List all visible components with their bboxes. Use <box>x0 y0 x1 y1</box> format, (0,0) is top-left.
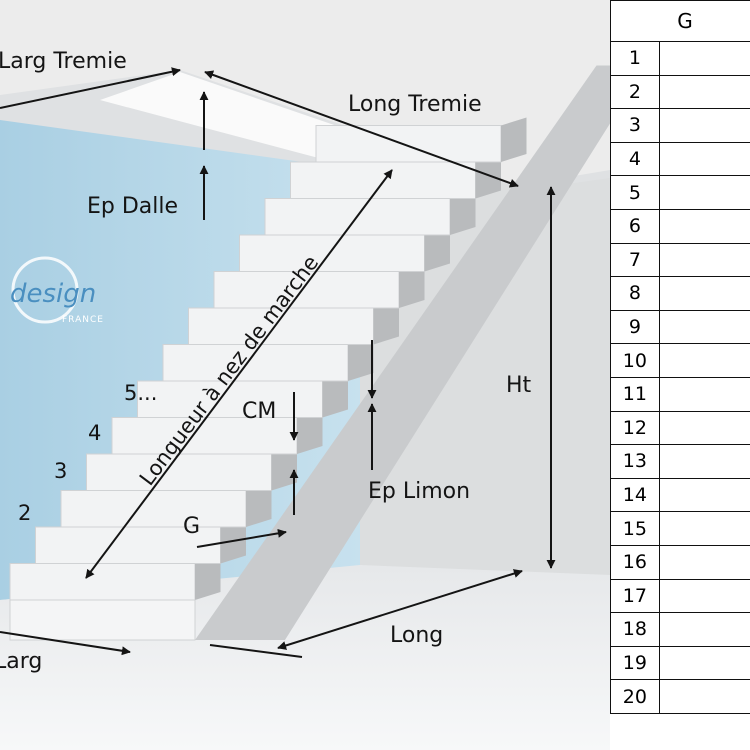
stair-step <box>60 490 247 528</box>
long-tremie-line <box>204 70 519 188</box>
row-value-cell[interactable] <box>658 645 750 681</box>
stair-base-step <box>9 599 196 641</box>
logo-sub: FRANCE <box>62 315 104 325</box>
g-line <box>196 528 287 548</box>
row-value-cell[interactable] <box>658 74 750 110</box>
row-value-cell[interactable] <box>658 477 750 513</box>
row-number: 5 <box>610 175 660 210</box>
table-row: 12 <box>610 410 750 446</box>
step-number: 4 <box>88 421 101 445</box>
stair-step <box>9 563 196 601</box>
table-header-row: G <box>610 0 750 42</box>
table-row: 8 <box>610 276 750 311</box>
step-number: 2 <box>18 501 31 525</box>
larg-line <box>0 631 131 656</box>
row-number: 17 <box>610 578 660 614</box>
stair-step <box>239 234 425 272</box>
ep-limon-label: Ep Limon <box>368 479 470 504</box>
row-value-cell[interactable] <box>658 208 750 244</box>
long-line <box>277 569 523 650</box>
row-number: 3 <box>610 108 660 143</box>
row-value-cell[interactable] <box>658 410 750 446</box>
row-number: 1 <box>610 41 660 76</box>
table-row: 11 <box>610 376 750 412</box>
table-row: 1 <box>610 41 750 76</box>
table-header: G <box>610 0 750 42</box>
row-value-cell[interactable] <box>658 276 750 311</box>
row-value-cell[interactable] <box>658 175 750 210</box>
larg-label: Larg <box>0 649 42 674</box>
table-row: 2 <box>610 74 750 110</box>
table-row: 6 <box>610 208 750 244</box>
row-number: 15 <box>610 511 660 546</box>
stair-step <box>315 125 502 163</box>
table-row: 15 <box>610 511 750 546</box>
longueur-nez-line <box>85 169 393 579</box>
table-row: 20 <box>610 679 750 714</box>
table-row: 5 <box>610 175 750 210</box>
long-label: Long <box>390 623 443 648</box>
row-number: 8 <box>610 276 660 311</box>
row-value-cell[interactable] <box>658 578 750 614</box>
row-number: 4 <box>610 141 660 177</box>
table-row: 7 <box>610 242 750 278</box>
table-row: 4 <box>610 141 750 177</box>
larg-tremie-line <box>0 67 181 109</box>
table-row: 17 <box>610 578 750 614</box>
row-value-cell[interactable] <box>658 511 750 546</box>
logo-word: design <box>10 279 96 309</box>
row-value-cell[interactable] <box>658 41 750 76</box>
row-value-cell[interactable] <box>658 376 750 412</box>
row-value-cell[interactable] <box>658 679 750 714</box>
row-number: 10 <box>610 343 660 378</box>
long-extension <box>209 644 303 658</box>
row-value-cell[interactable] <box>658 444 750 479</box>
row-number: 18 <box>610 612 660 647</box>
table-row: 16 <box>610 544 750 580</box>
table-row: 9 <box>610 309 750 345</box>
larg-tremie-label: Larg Tremie <box>0 49 127 74</box>
row-number: 7 <box>610 242 660 278</box>
cm-label: CM <box>242 399 276 424</box>
row-number: 16 <box>610 544 660 580</box>
stair-step <box>86 453 272 491</box>
row-value-cell[interactable] <box>658 343 750 378</box>
table-row: 10 <box>610 343 750 378</box>
row-number: 11 <box>610 376 660 412</box>
design-logo: design FRANCE <box>10 256 104 325</box>
row-number: 6 <box>610 208 660 244</box>
g-label: G <box>183 514 200 539</box>
stair-step <box>290 161 476 199</box>
table-row: 13 <box>610 444 750 479</box>
row-value-cell[interactable] <box>658 309 750 345</box>
row-value-cell[interactable] <box>658 141 750 177</box>
row-number: 12 <box>610 410 660 446</box>
dimension-lines <box>0 67 556 658</box>
row-number: 19 <box>610 645 660 681</box>
row-value-cell[interactable] <box>658 612 750 647</box>
ep-dalle-label: Ep Dalle <box>87 194 178 219</box>
table-row: 19 <box>610 645 750 681</box>
row-value-cell[interactable] <box>658 108 750 143</box>
table-row: 14 <box>610 477 750 513</box>
ht-label: Ht <box>506 373 532 398</box>
stair-step-side <box>399 263 425 308</box>
step-number: 5... <box>124 381 157 405</box>
row-number: 13 <box>610 444 660 479</box>
stair-step-side <box>424 227 450 272</box>
stair-step-side <box>450 190 476 235</box>
row-number: 2 <box>610 74 660 110</box>
row-value-cell[interactable] <box>658 242 750 278</box>
step-number: 3 <box>54 459 67 483</box>
table-row: 3 <box>610 108 750 143</box>
table-row: 18 <box>610 612 750 647</box>
row-number: 9 <box>610 309 660 345</box>
row-number: 20 <box>610 679 660 714</box>
row-number: 14 <box>610 477 660 513</box>
row-value-cell[interactable] <box>658 544 750 580</box>
long-tremie-label: Long Tremie <box>348 92 482 117</box>
